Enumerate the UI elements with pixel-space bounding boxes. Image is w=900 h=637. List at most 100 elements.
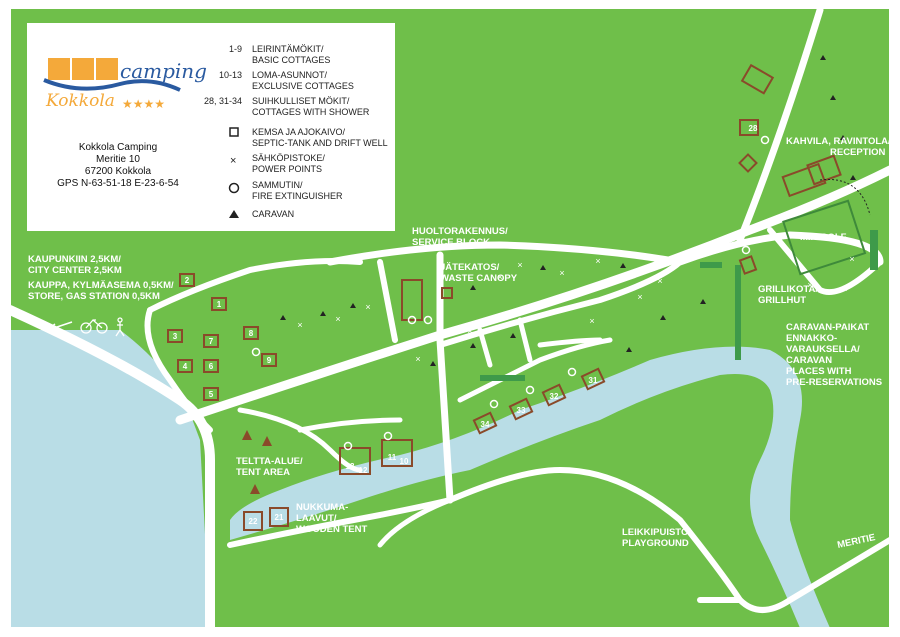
cottage-12[interactable]: 12 bbox=[359, 466, 368, 475]
svg-text:×: × bbox=[467, 326, 472, 336]
legend-rows: 1-9 LEIRINTÄMÖKIT/ BASIC COTTAGES 10-13 … bbox=[204, 44, 388, 219]
power-points: ××× ××× ××× ××× ××× bbox=[297, 254, 854, 364]
wooden-tents: 22 21 bbox=[243, 507, 289, 531]
fire-extinguishers bbox=[251, 135, 770, 451]
roads bbox=[5, 6, 895, 633]
svg-text:LEIRINTÄMÖKIT/: LEIRINTÄMÖKIT/ bbox=[252, 44, 324, 54]
grill-label-fi: GRILLIKOTA/ bbox=[758, 284, 818, 295]
svg-text:CARAVAN-PAIKAT: CARAVAN-PAIKAT bbox=[786, 322, 869, 333]
cottage-8[interactable]: 8 bbox=[249, 329, 254, 338]
cottage-5[interactable]: 5 bbox=[209, 390, 214, 399]
city-label-en: CITY CENTER 2,5KM bbox=[28, 265, 122, 276]
svg-text:CARAVAN: CARAVAN bbox=[252, 209, 294, 219]
reception-label-en: RECEPTION bbox=[830, 147, 886, 158]
svg-text:1-9: 1-9 bbox=[229, 44, 242, 54]
cottage-31[interactable]: 31 bbox=[589, 376, 598, 385]
svg-text:×: × bbox=[297, 320, 302, 330]
service-label-fi: HUOLTORAKENNUS/ bbox=[412, 226, 508, 237]
svg-text:CARAVAN: CARAVAN bbox=[786, 355, 832, 366]
cottage-9[interactable]: 9 bbox=[267, 356, 272, 365]
svg-text:SAMMUTIN/: SAMMUTIN/ bbox=[252, 180, 303, 190]
waste-label-en: WASTE CANOPY bbox=[440, 273, 518, 284]
address-line4: GPS N-63-51-18 E-23-6-54 bbox=[57, 178, 179, 189]
svg-text:SUIHKULLISET MÖKIT/: SUIHKULLISET MÖKIT/ bbox=[252, 96, 350, 106]
septic-icon bbox=[229, 127, 239, 137]
playground-label-en: PLAYGROUND bbox=[622, 538, 689, 549]
minigolf-label: MINIGOLF bbox=[800, 232, 847, 243]
cottage-34[interactable]: 34 bbox=[481, 420, 490, 429]
svg-text:×: × bbox=[807, 280, 812, 290]
svg-text:×: × bbox=[842, 284, 847, 294]
svg-text:×: × bbox=[637, 292, 642, 302]
cottage-13[interactable]: 13 bbox=[346, 462, 355, 471]
hedges bbox=[480, 230, 878, 381]
store-label-fi: KAUPPA, KYLMÄASEMA 0,5KM/ bbox=[28, 280, 174, 291]
svg-text:SÄHKÖPISTOKE/: SÄHKÖPISTOKE/ bbox=[252, 153, 325, 163]
cottage-21[interactable]: 21 bbox=[275, 513, 284, 522]
basic-cottages: 2 1 3 7 8 4 6 9 5 bbox=[167, 273, 277, 401]
grill-hut[interactable] bbox=[738, 255, 758, 275]
tent-label-fi: TELTTA-ALUE/ bbox=[236, 456, 303, 467]
svg-text:NUKKUMA-: NUKKUMA- bbox=[296, 502, 348, 513]
cottage-22[interactable]: 22 bbox=[249, 517, 258, 526]
caravan-markers bbox=[280, 55, 856, 366]
cottage-7[interactable]: 7 bbox=[209, 337, 214, 346]
direction-arrow bbox=[45, 321, 73, 336]
svg-text:POWER POINTS: POWER POINTS bbox=[252, 164, 322, 174]
cottage-28[interactable]: 28 bbox=[749, 124, 758, 133]
walker-icon bbox=[115, 317, 125, 337]
svg-text:10-13: 10-13 bbox=[219, 70, 242, 80]
legend-panel: camping Kokkola ★★★★ Kokkola Camping Mer… bbox=[25, 21, 397, 233]
svg-text:EXCLUSIVE COTTAGES: EXCLUSIVE COTTAGES bbox=[252, 81, 354, 91]
cottage-33[interactable]: 33 bbox=[517, 406, 526, 415]
svg-text:ENNAKKO-: ENNAKKO- bbox=[786, 333, 837, 344]
cottage-10[interactable]: 10 bbox=[400, 457, 409, 466]
reception-buildings bbox=[738, 63, 842, 198]
playground-label-fi: LEIKKIPUISTO/ bbox=[622, 527, 691, 538]
service-label-en: SERVICE BLOCK bbox=[412, 237, 490, 248]
svg-text:VARAUKSELLA/: VARAUKSELLA/ bbox=[786, 344, 860, 355]
cottage-32[interactable]: 32 bbox=[550, 392, 559, 401]
cottage-11[interactable]: 11 bbox=[388, 453, 397, 462]
reception-label-fi: KAHVILA, RAVINTOLA/ bbox=[786, 136, 891, 147]
store-label-en: STORE, GAS STATION 0,5KM bbox=[28, 291, 160, 302]
waste-canopy[interactable] bbox=[441, 287, 453, 299]
city-label-fi: KAUPUNKIIN 2,5KM/ bbox=[28, 254, 121, 265]
waste-label-fi: JÄTEKATOS/ bbox=[440, 262, 500, 273]
logo-camping-text: camping bbox=[120, 59, 207, 83]
cottage-2[interactable]: 2 bbox=[185, 276, 190, 285]
sea bbox=[10, 330, 210, 628]
shower-cottages: 34 33 32 31 bbox=[472, 367, 606, 435]
address-line1: Kokkola Camping bbox=[79, 142, 157, 153]
service-block[interactable] bbox=[401, 279, 423, 321]
svg-text:KEMSA JA AJOKAIVO/: KEMSA JA AJOKAIVO/ bbox=[252, 127, 346, 137]
svg-text:×: × bbox=[335, 314, 340, 324]
svg-text:×: × bbox=[589, 316, 594, 326]
address-line2: Meritie 10 bbox=[96, 154, 140, 165]
area-labels: HUOLTORAKENNUS/ SERVICE BLOCK JÄTEKATOS/… bbox=[28, 136, 891, 549]
cottage-3[interactable]: 3 bbox=[173, 332, 178, 341]
svg-text:PLACES WITH: PLACES WITH bbox=[786, 366, 852, 377]
camping-logo: camping Kokkola ★★★★ bbox=[43, 58, 207, 111]
svg-text:×: × bbox=[657, 276, 662, 286]
power-point-icon: × bbox=[230, 155, 236, 167]
svg-text:WOODEN TENT: WOODEN TENT bbox=[296, 524, 367, 535]
grill-label-en: GRILLHUT bbox=[758, 295, 806, 306]
svg-text:BASIC COTTAGES: BASIC COTTAGES bbox=[252, 55, 330, 65]
svg-text:PRE-RESERVATIONS: PRE-RESERVATIONS bbox=[786, 377, 882, 388]
cottage-1[interactable]: 1 bbox=[217, 300, 222, 309]
svg-text:SEPTIC-TANK AND DRIFT WELL: SEPTIC-TANK AND DRIFT WELL bbox=[252, 138, 388, 148]
logo-stars: ★★★★ bbox=[122, 97, 165, 111]
cottage-6[interactable]: 6 bbox=[209, 362, 214, 371]
cottage-4[interactable]: 4 bbox=[183, 362, 188, 371]
exclusive-cottages: 13 12 11 10 bbox=[339, 439, 413, 475]
svg-text:×: × bbox=[559, 268, 564, 278]
svg-text:28, 31-34: 28, 31-34 bbox=[204, 96, 242, 106]
fire-extinguisher-icon bbox=[228, 182, 240, 194]
svg-text:×: × bbox=[849, 254, 854, 264]
svg-text:×: × bbox=[595, 256, 600, 266]
svg-text:COTTAGES WITH SHOWER: COTTAGES WITH SHOWER bbox=[252, 107, 370, 117]
svg-text:×: × bbox=[415, 354, 420, 364]
svg-text:FIRE EXTINGUISHER: FIRE EXTINGUISHER bbox=[252, 191, 343, 201]
footpath bbox=[819, 178, 871, 216]
